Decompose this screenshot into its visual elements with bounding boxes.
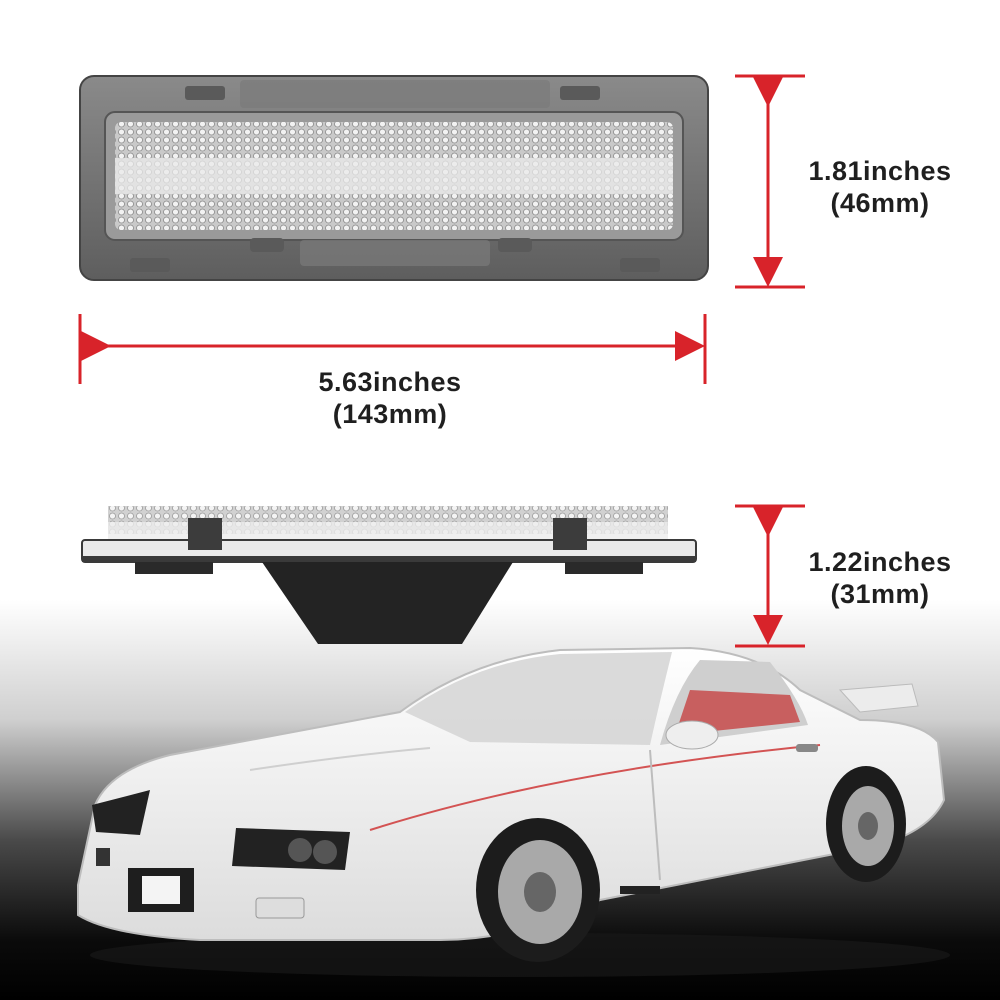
width-dimension-arrow bbox=[78, 314, 707, 384]
rear-wheel bbox=[826, 766, 906, 882]
width-inches-text: 5.63inches bbox=[318, 367, 462, 397]
depth-dimension-arrow bbox=[735, 504, 805, 648]
front-wheel bbox=[476, 818, 600, 962]
depth-mm-text: (31mm) bbox=[830, 579, 930, 609]
height-mm-text: (46mm) bbox=[830, 188, 930, 218]
height-inches-text: 1.81inches bbox=[808, 156, 952, 186]
height-dimension-arrow bbox=[735, 74, 805, 289]
width-mm-text: (143mm) bbox=[332, 399, 448, 429]
sports-car-photo bbox=[77, 646, 950, 977]
depth-inches-text: 1.22inches bbox=[808, 547, 952, 577]
width-dimension-label: 5.63inches (143mm) bbox=[280, 366, 500, 430]
depth-dimension-label: 1.22inches (31mm) bbox=[790, 546, 970, 610]
height-dimension-label: 1.81inches (46mm) bbox=[790, 155, 970, 219]
marker-light-side-view bbox=[81, 506, 697, 644]
marker-light-front-view bbox=[79, 75, 709, 281]
